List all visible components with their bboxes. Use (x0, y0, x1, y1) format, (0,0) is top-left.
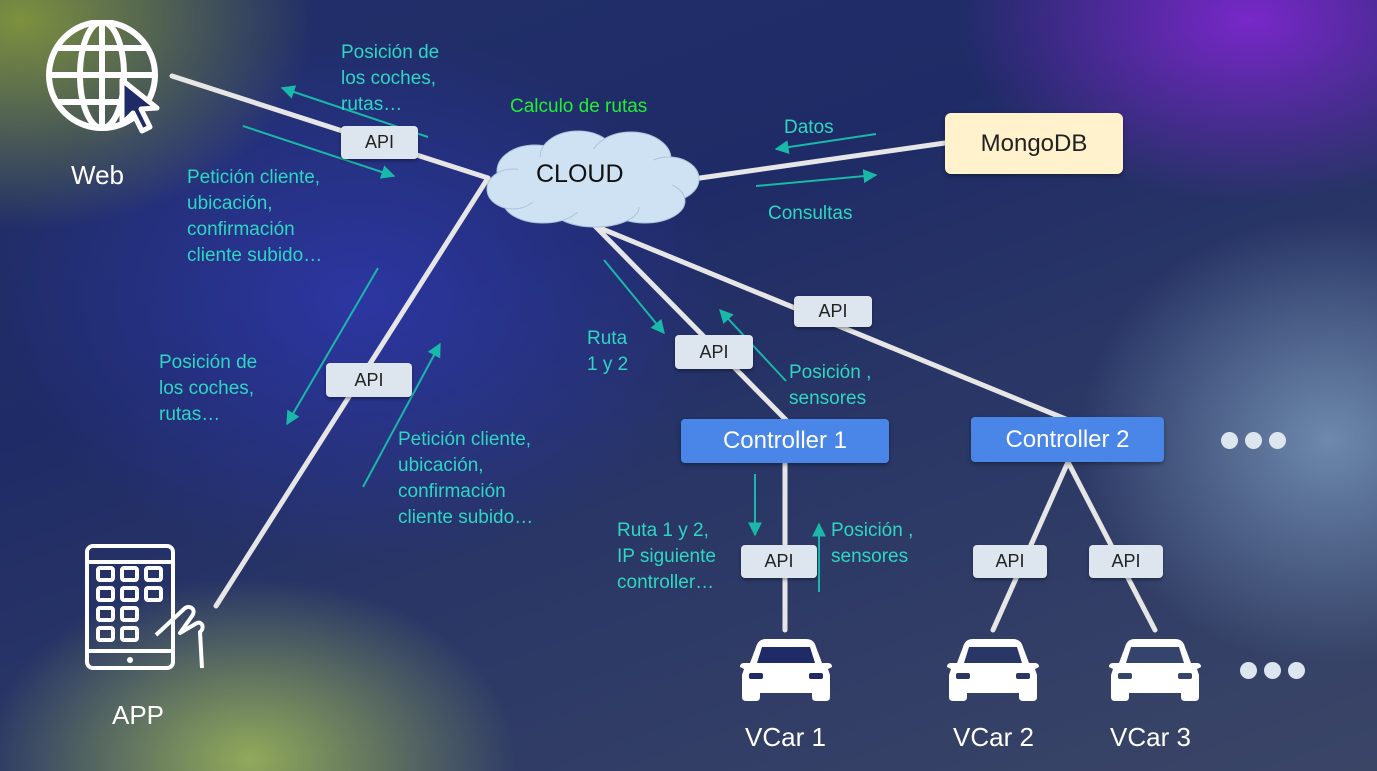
mongodb-node[interactable]: MongoDB (945, 113, 1123, 174)
label-web-to-cloud: Petición cliente, ubicación, confirmació… (187, 167, 323, 266)
arrow-app-in (286, 267, 379, 426)
arrow-consultas (755, 169, 878, 187)
controller-2-node[interactable]: Controller 2 (971, 417, 1164, 462)
controller-1-node[interactable]: Controller 1 (681, 419, 889, 463)
label-app-to-cloud: Petición cliente, ubicación, confirmació… (398, 429, 534, 528)
vcar-3-label: VCar 3 (1110, 722, 1191, 752)
globe-cursor-icon (40, 19, 170, 140)
tablet-hand-icon (84, 543, 206, 678)
label-ruta-car: Ruta 1 y 2, IP siguiente controller… (617, 520, 716, 593)
api-vcar-2[interactable]: API (973, 545, 1047, 578)
arrow-web-out (242, 125, 396, 179)
vcar-2-label: VCar 2 (953, 722, 1034, 752)
label-posicion-car: Posición , sensores (831, 520, 914, 567)
label-datos: Datos (784, 117, 834, 138)
label-posicion-controller: Posición , sensores (789, 362, 872, 409)
label-web-to-client: Posición de los coches, rutas… (341, 42, 440, 115)
cloud-label: CLOUD (536, 160, 624, 188)
api-controller-1[interactable]: API (675, 335, 753, 369)
car-icon (738, 637, 834, 708)
more-dots-icon (1221, 432, 1286, 449)
car-icon (945, 637, 1041, 708)
cloud-node[interactable] (483, 127, 705, 234)
web-label: Web (71, 160, 124, 190)
car-icon (1107, 637, 1203, 708)
api-vcar-3[interactable]: API (1089, 545, 1163, 578)
app-label: APP (112, 700, 165, 730)
cloud-icon (486, 130, 700, 228)
more-dots-icon (1240, 662, 1305, 679)
cloud-task-label: Calculo de rutas (510, 96, 648, 117)
arrow-datos (774, 133, 877, 155)
api-app[interactable]: API (326, 363, 412, 397)
link-cloud-controller1 (592, 223, 789, 423)
link-web-cloud (169, 73, 491, 181)
label-app-to-client: Posición de los coches, rutas… (159, 352, 258, 425)
api-vcar-1[interactable]: API (741, 545, 817, 578)
api-controller-2[interactable]: API (794, 296, 872, 327)
label-consultas: Consultas (768, 203, 853, 224)
vcar-1-label: VCar 1 (745, 722, 826, 752)
arrow-posicion-ctrl (719, 308, 787, 382)
api-web[interactable]: API (341, 126, 418, 159)
arrow-ruta-ctrl (603, 259, 665, 335)
arrow-app-out (362, 342, 441, 488)
label-ruta-controller: Ruta 1 y 2 (587, 328, 629, 375)
link-cloud-mongodb (697, 140, 948, 181)
